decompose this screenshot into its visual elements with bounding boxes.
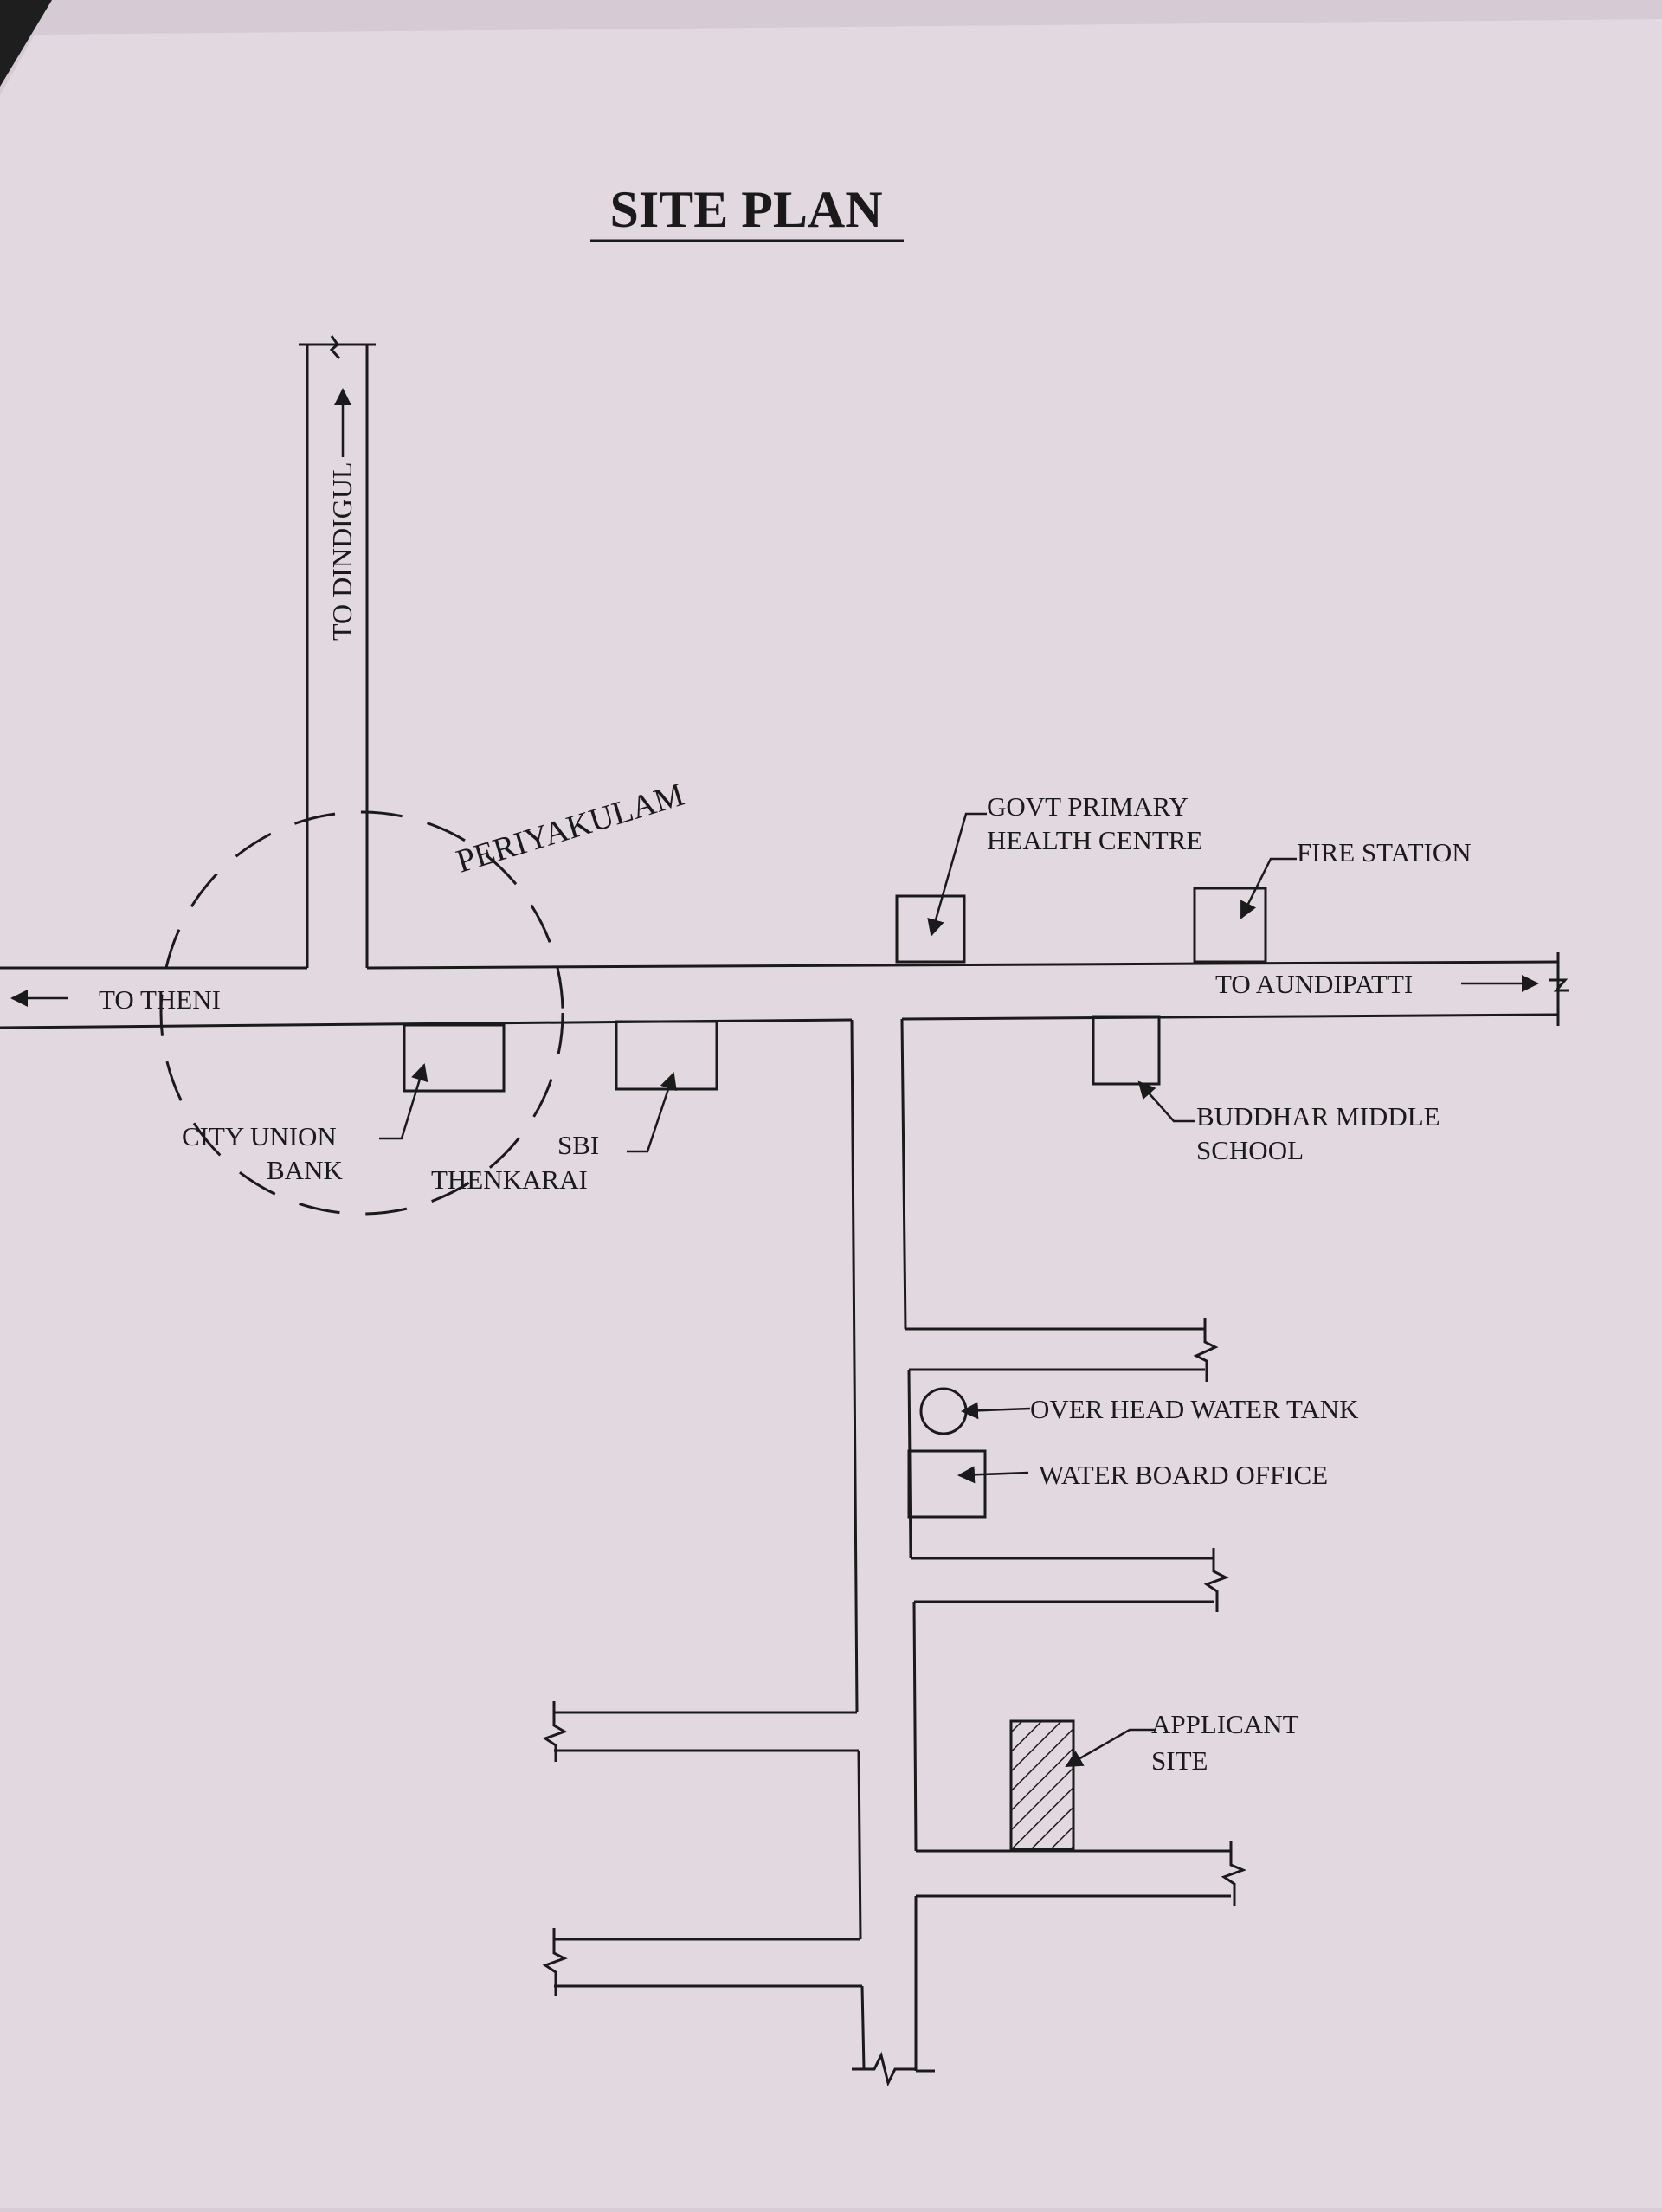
road-south-west-edge <box>554 1019 866 2070</box>
page-title: SITE PLAN <box>609 181 882 238</box>
buddhar-school-box <box>1092 1015 1161 1086</box>
leader-lines <box>10 812 1539 1768</box>
road-south-east-edge <box>900 1018 1231 2073</box>
applicant-site-hatch <box>1009 1719 1075 1851</box>
fire-station-box <box>1193 887 1267 964</box>
govt-phc-label-line2: HEALTH CENTRE <box>987 825 1202 855</box>
water-board-box <box>907 1449 987 1519</box>
applicant-site-label-line1: APPLICANT <box>1151 1709 1299 1739</box>
city-union-label-line2: BANK <box>267 1155 343 1185</box>
periyakulam-boundary <box>159 810 564 1216</box>
buddhar-label-line2: SCHOOL <box>1196 1135 1304 1165</box>
to-aundipatti-label: TO AUNDIPATTI <box>1215 969 1413 999</box>
sbi-label-line2: THENKARAI <box>431 1164 588 1195</box>
to-dindigul-label: TO DINDIGUL <box>326 388 358 641</box>
svg-text:TO DINDIGUL: TO DINDIGUL <box>326 462 358 641</box>
water-board-label: WATER BOARD OFFICE <box>1039 1460 1328 1490</box>
paper-sheet <box>0 19 1662 2208</box>
city-union-bank-box <box>403 1023 506 1093</box>
water-tank-label: OVER HEAD WATER TANK <box>1030 1394 1359 1424</box>
break-symbols <box>542 1318 1247 2087</box>
road-to-dindigul <box>299 335 376 968</box>
applicant-site-label-line2: SITE <box>1151 1745 1208 1776</box>
govt-phc-label-line1: GOVT PRIMARY <box>987 791 1189 822</box>
to-theni-label: TO THENI <box>99 984 221 1015</box>
fire-station-label: FIRE STATION <box>1297 837 1472 867</box>
buddhar-label-line1: BUDDHAR MIDDLE <box>1196 1101 1440 1132</box>
sbi-label-line1: SBI <box>557 1130 599 1160</box>
govt-phc-box <box>895 894 966 964</box>
city-union-label-line1: CITY UNION <box>182 1121 337 1151</box>
page-corner-shadow <box>0 0 52 87</box>
